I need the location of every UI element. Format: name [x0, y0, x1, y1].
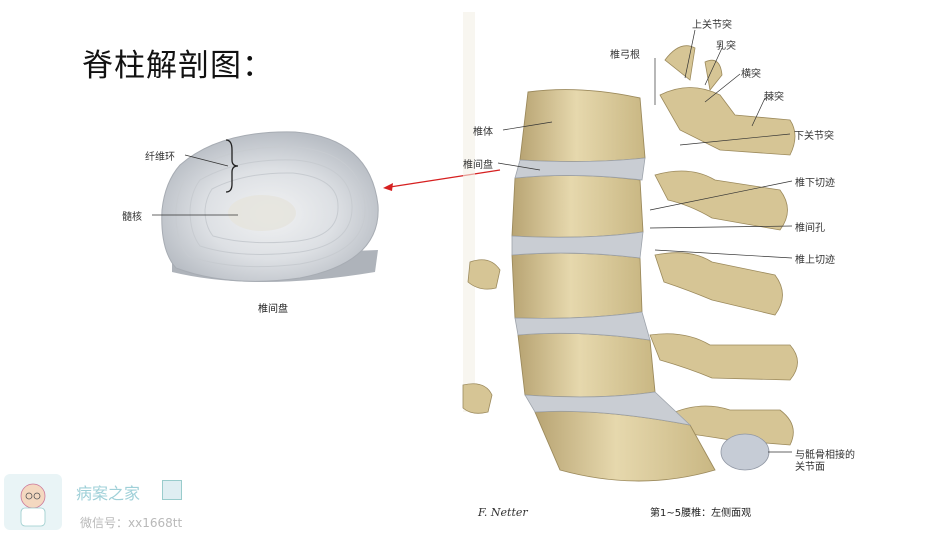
label-inferior-vertebral-notch: 椎下切迹 — [795, 178, 835, 189]
watermark-wechat: 微信号：xx1668tt — [80, 516, 183, 530]
label-spinous-process: 棘突 — [764, 92, 784, 103]
label-vertebral-body: 椎体 — [473, 127, 493, 138]
label-sacral-surface-line2: 关节面 — [795, 462, 825, 473]
lumbar-spine-illustration — [462, 12, 798, 482]
disc-caption: 椎间盘 — [258, 304, 288, 315]
label-mammillary-process: 乳突 — [716, 41, 736, 52]
label-superior-articular-process: 上关节突 — [692, 20, 732, 31]
label-sacral-surface-line1: 与骶骨相接的 — [795, 450, 855, 461]
watermark: 病案之家 微信号：xx1668tt — [4, 474, 190, 530]
label-nucleus-pulposus: 髓核 — [122, 212, 142, 223]
page-title: 脊柱解剖图： — [82, 48, 274, 84]
label-intervertebral-disc: 椎间盘 — [463, 160, 493, 171]
annulus-leader-line — [184, 154, 229, 167]
label-transverse-process: 横突 — [741, 69, 761, 80]
annulus-bracket — [225, 139, 239, 193]
label-inferior-articular-process: 下关节突 — [794, 131, 834, 142]
intervertebral-disc-illustration — [161, 131, 379, 282]
red-arrow — [383, 169, 501, 191]
watermark-name: 病案之家 — [76, 484, 141, 503]
netter-signature: F. Netter — [478, 506, 528, 519]
label-superior-vertebral-notch: 椎上切迹 — [795, 255, 835, 266]
label-annulus-fibrosus: 纤维环 — [145, 152, 175, 163]
spine-caption: 第1~5腰椎：左侧面观 — [650, 508, 752, 519]
label-intervertebral-foramen: 椎间孔 — [795, 223, 825, 234]
label-pedicle: 椎弓根 — [610, 50, 640, 61]
doctor-avatar-icon — [4, 474, 62, 530]
badge-icon — [162, 480, 182, 500]
sacral-articular-surface — [720, 433, 770, 471]
